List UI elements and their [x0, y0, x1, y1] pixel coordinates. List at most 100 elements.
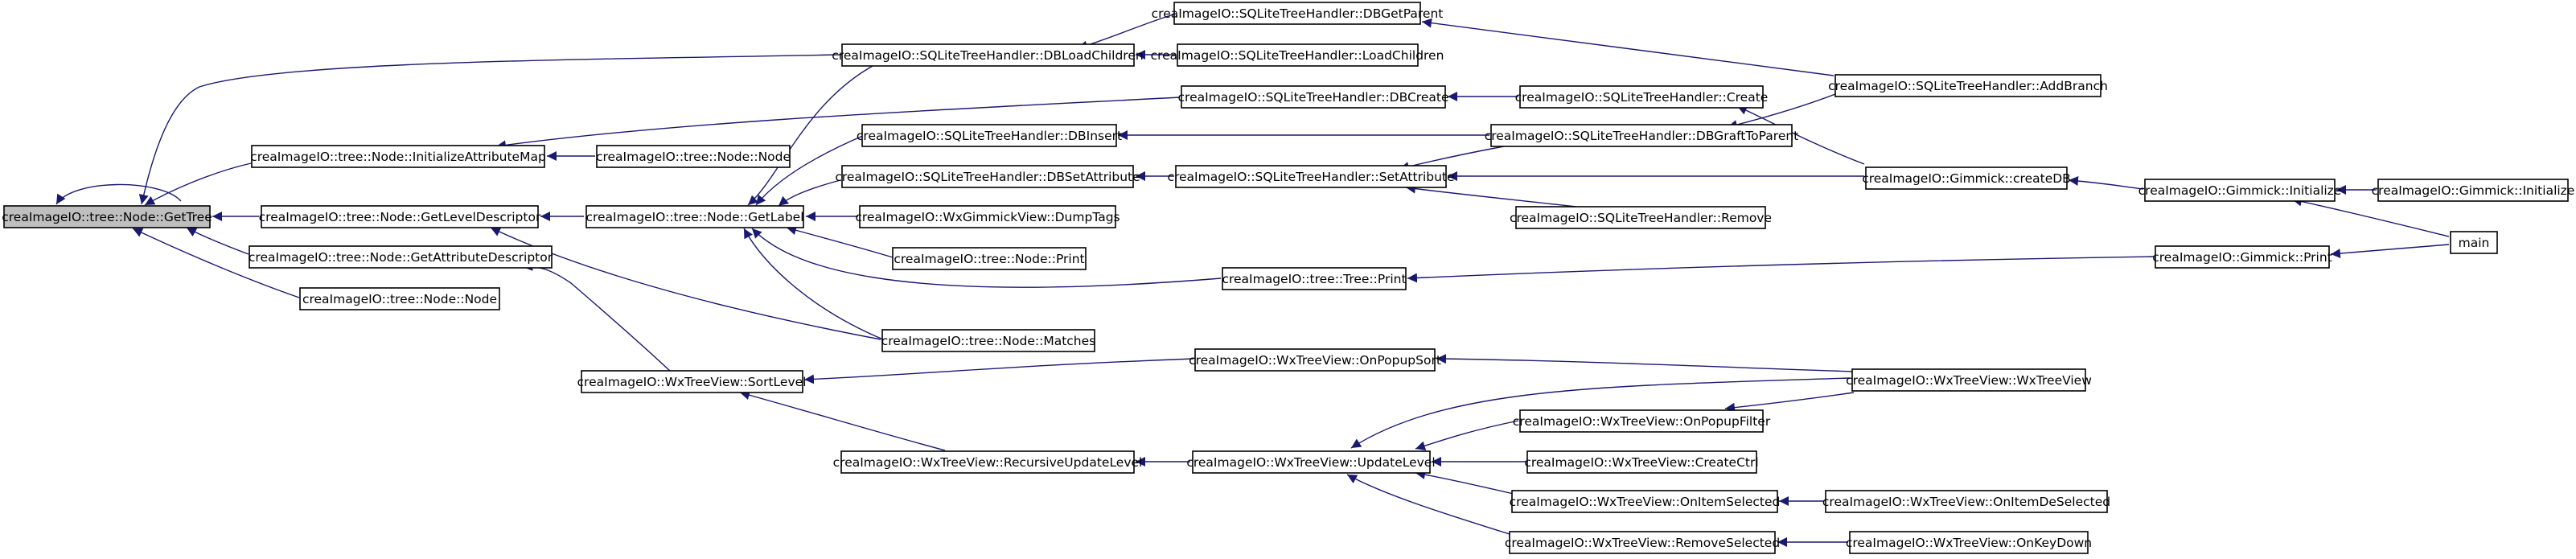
node-create[interactable]: creaImageIO::SQLiteTreeHandler::Create: [1515, 85, 1769, 109]
node-label: creaImageIO::Gimmick::Print: [2152, 250, 2332, 265]
node-gimmickinit[interactable]: creaImageIO::Gimmick::Initialize: [2138, 179, 2342, 202]
node-label: creaImageIO::WxTreeView::OnKeyDown: [1846, 536, 2092, 550]
node-label: creaImageIO::WxTreeView::OnPopupSort: [1189, 353, 1441, 368]
node-nodector[interactable]: creaImageIO::tree::Node::Node: [299, 287, 500, 310]
node-label: creaImageIO::SQLiteTreeHandler::DBLoadCh…: [832, 48, 1143, 63]
edge-dbcreate-to-initattrmap: [495, 97, 1181, 150]
edge-dbinsert-to-getlabel: [755, 134, 865, 206]
edge-gimmickinit-to-createdb: [2068, 176, 2144, 190]
edge-nodeprint-to-getlabel: [786, 225, 894, 258]
node-getleveldesc[interactable]: creaImageIO::tree::Node::GetLevelDescrip…: [259, 205, 541, 228]
edge-onitemselected-to-updatelevel: [1415, 470, 1514, 495]
edge-addbranch-to-dbgetparent: [1421, 18, 1834, 76]
node-onkeydown[interactable]: creaImageIO::WxTreeView::OnKeyDown: [1846, 531, 2092, 554]
node-updatelevel[interactable]: creaImageIO::WxTreeView::UpdateLevel: [1186, 450, 1436, 474]
node-onitemdeselected[interactable]: creaImageIO::WxTreeView::OnItemDeSelecte…: [1822, 490, 2110, 513]
node-gettree[interactable]: creaImageIO::tree::Node::GetTree: [2, 205, 212, 228]
edge-onpopupfilter-to-updatelevel: [1415, 420, 1519, 450]
node-addbranch[interactable]: creaImageIO::SQLiteTreeHandler::AddBranc…: [1828, 74, 2108, 97]
node-loadchildren[interactable]: creaImageIO::SQLiteTreeHandler::LoadChil…: [1151, 43, 1444, 67]
edge-addbranch-to-dbgraft: [1727, 89, 1847, 129]
edge-initattrmap-to-gettree: [144, 162, 252, 206]
node-label: creaImageIO::tree::Node::GetTree: [2, 210, 212, 224]
edge-wxtreeview-to-updatelevel: [1350, 377, 1851, 449]
node-main[interactable]: main: [2450, 231, 2498, 254]
node-label: creaImageIO::Gimmick::Initialize: [2138, 183, 2342, 198]
node-label: creaImageIO::SQLiteTreeHandler::DBGraftT…: [1485, 129, 1799, 143]
node-label: creaImageIO::SQLiteTreeHandler::DBGetPar…: [1152, 6, 1444, 21]
node-matches[interactable]: creaImageIO::tree::Node::Matches: [881, 329, 1096, 352]
node-gimmickprint[interactable]: creaImageIO::Gimmick::Print: [2152, 245, 2332, 269]
node-label: creaImageIO::WxTreeView::OnItemSelected: [1510, 495, 1781, 509]
edge-onpopupsort-to-sortlevel: [803, 358, 1194, 384]
node-gimmickinit2[interactable]: creaImageIO::Gimmick::Initialize: [2372, 179, 2575, 202]
node-label: creaImageIO::SQLiteTreeHandler::DBSetAtt…: [835, 170, 1140, 184]
node-createdb[interactable]: creaImageIO::Gimmick::createDB: [1862, 166, 2071, 190]
node-label: creaImageIO::tree::Node::Node: [302, 292, 497, 306]
edge-main-to-gimmickinit: [2291, 196, 2450, 237]
node-label: creaImageIO::tree::Tree::Print: [1222, 272, 1406, 286]
edge-gimmickprint-to-treeprint: [1407, 256, 2155, 283]
node-dbcreate[interactable]: creaImageIO::SQLiteTreeHandler::DBCreate: [1178, 85, 1449, 109]
edges: [55, 13, 2450, 547]
edge-dbloadchildren-to-getlabel: [747, 65, 873, 206]
node-treeprint[interactable]: creaImageIO::tree::Tree::Print: [1222, 267, 1407, 290]
node-createctrl[interactable]: creaImageIO::WxTreeView::CreateCtrl: [1524, 450, 1759, 474]
edge-wxtreeview-to-onpopupsort: [1436, 354, 1855, 372]
node-dbgetparent[interactable]: creaImageIO::SQLiteTreeHandler::DBGetPar…: [1152, 2, 1444, 25]
node-label: creaImageIO::SQLiteTreeHandler::SetAttri…: [1167, 170, 1454, 184]
edge-dbloadchildren-to-gettree: [138, 54, 841, 205]
node-label: creaImageIO::tree::Node::GetAttributeDes…: [249, 250, 553, 265]
node-initattrmap[interactable]: creaImageIO::tree::Node::InitializeAttri…: [250, 145, 546, 168]
node-label: creaImageIO::SQLiteTreeHandler::LoadChil…: [1151, 48, 1444, 63]
edge-remove-to-setattribute: [1405, 183, 1577, 208]
node-dumptags[interactable]: creaImageIO::WxGimmickView::DumpTags: [855, 205, 1120, 228]
node-nodeprint[interactable]: creaImageIO::tree::Node::Print: [892, 247, 1087, 270]
node-dbgraft[interactable]: creaImageIO::SQLiteTreeHandler::DBGraftT…: [1485, 124, 1799, 147]
node-onitemselected[interactable]: creaImageIO::WxTreeView::OnItemSelected: [1510, 490, 1781, 513]
node-label: creaImageIO::WxTreeView::WxTreeView: [1846, 373, 2092, 388]
node-label: creaImageIO::WxTreeView::RecursiveUpdate…: [833, 455, 1143, 470]
node-label: creaImageIO::SQLiteTreeHandler::AddBranc…: [1828, 79, 2108, 93]
node-label: creaImageIO::SQLiteTreeHandler::Create: [1515, 90, 1769, 105]
node-label: creaImageIO::tree::Node::GetLevelDescrip…: [259, 210, 541, 224]
node-label: creaImageIO::WxTreeView::CreateCtrl: [1524, 455, 1758, 470]
node-sortlevel[interactable]: creaImageIO::WxTreeView::SortLevel: [577, 370, 807, 393]
node-onpopupsort[interactable]: creaImageIO::WxTreeView::OnPopupSort: [1189, 348, 1441, 372]
node-label: creaImageIO::WxTreeView::OnItemDeSelecte…: [1822, 495, 2110, 509]
node-dbloadchildren[interactable]: creaImageIO::SQLiteTreeHandler::DBLoadCh…: [832, 43, 1144, 67]
node-getattrdesc[interactable]: creaImageIO::tree::Node::GetAttributeDes…: [249, 245, 553, 269]
edge-getattrdesc-to-gettree: [186, 227, 249, 255]
node-label: creaImageIO::Gimmick::Initialize: [2372, 183, 2575, 198]
node-getlabel[interactable]: creaImageIO::tree::Node::GetLabel: [585, 205, 804, 228]
node-nodenode2[interactable]: creaImageIO::tree::Node::Node: [596, 145, 791, 168]
node-removeselected[interactable]: creaImageIO::WxTreeView::RemoveSelected: [1505, 531, 1780, 554]
node-label: creaImageIO::tree::Node::GetLabel: [585, 210, 803, 224]
edge-matches-to-getlabel: [743, 228, 884, 340]
node-label: creaImageIO::WxGimmickView::DumpTags: [855, 210, 1120, 224]
edge-main-to-gimmickprint: [2330, 244, 2450, 259]
node-label: creaImageIO::tree::Node::Print: [894, 252, 1084, 266]
node-label: creaImageIO::tree::Node::InitializeAttri…: [250, 150, 546, 164]
node-label: creaImageIO::WxTreeView::RemoveSelected: [1505, 536, 1780, 550]
node-label: creaImageIO::tree::Node::Node: [596, 150, 791, 164]
edge-removeselected-to-updatelevel: [1346, 474, 1513, 536]
node-label: creaImageIO::WxTreeView::UpdateLevel: [1186, 455, 1435, 470]
node-label: creaImageIO::tree::Node::Matches: [881, 334, 1096, 348]
edge-gettree-recursion: [55, 183, 182, 205]
node-remove[interactable]: creaImageIO::SQLiteTreeHandler::Remove: [1510, 206, 1772, 229]
node-label: creaImageIO::Gimmick::createDB: [1862, 171, 2071, 186]
node-dbinsert[interactable]: creaImageIO::SQLiteTreeHandler::DBInsert: [857, 124, 1122, 147]
node-setattribute[interactable]: creaImageIO::SQLiteTreeHandler::SetAttri…: [1167, 165, 1455, 188]
node-label: creaImageIO::WxTreeView::SortLevel: [577, 375, 807, 389]
edge-recursiveupdate-to-sortlevel: [739, 390, 946, 451]
edge-onpopupfilter-from-wxtreeview: [1724, 392, 1855, 413]
node-dbsetattr[interactable]: creaImageIO::SQLiteTreeHandler::DBSetAtt…: [835, 165, 1140, 188]
node-wxtreeview[interactable]: creaImageIO::WxTreeView::WxTreeView: [1846, 368, 2092, 392]
edge-nodector-to-gettree: [132, 228, 300, 298]
node-onpopupfilter[interactable]: creaImageIO::WxTreeView::OnPopupFilter: [1513, 409, 1771, 433]
edge-sortlevel-to-getattrdesc: [522, 261, 672, 373]
node-recursiveupdate[interactable]: creaImageIO::WxTreeView::RecursiveUpdate…: [833, 450, 1143, 474]
node-label: main: [2459, 236, 2490, 250]
